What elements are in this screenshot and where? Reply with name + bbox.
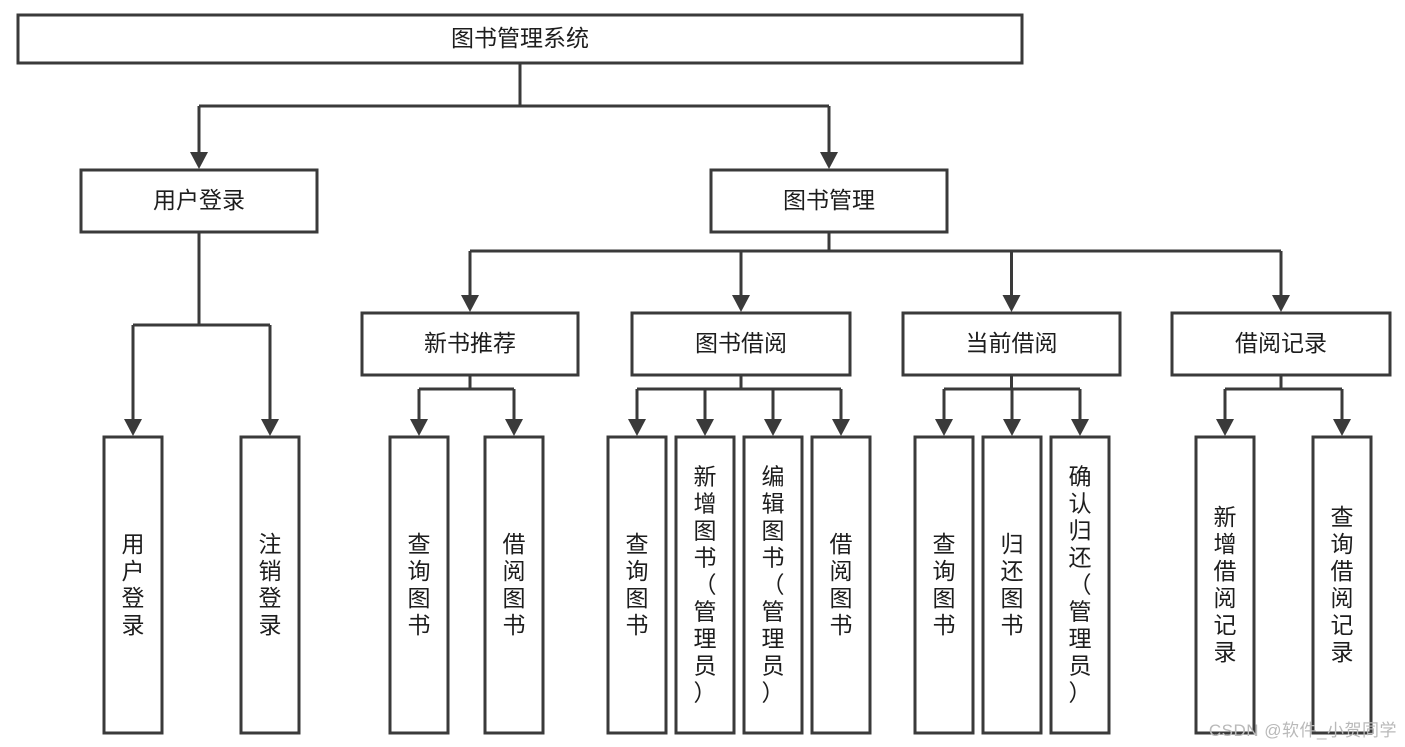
arrow-head-icon: [1333, 419, 1351, 436]
node-label-current-borrow: 当前借阅: [966, 330, 1058, 356]
node-leaf-rec-query2[interactable]: 查询借阅记录: [1311, 435, 1373, 735]
node-leaf-user-logout[interactable]: 注销登录: [239, 435, 301, 735]
arrow-head-icon: [124, 419, 142, 436]
node-rect-leaf-cur-return: [981, 435, 1043, 735]
node-rect-book-borrow: [630, 311, 852, 377]
node-label-leaf-cur-return: 归还图书: [1001, 531, 1024, 638]
node-rect-leaf-borrow-edit: [742, 435, 804, 735]
node-rect-leaf-rec-add: [1194, 435, 1256, 735]
node-book-manage[interactable]: 图书管理: [709, 168, 949, 234]
arrow-head-icon: [1272, 295, 1290, 312]
arrow-head-icon: [628, 419, 646, 436]
node-label-leaf-rec-query: 查询图书: [408, 531, 431, 638]
arrow-head-icon: [696, 419, 714, 436]
node-label-leaf-rec-borrow: 借阅图书: [503, 531, 526, 638]
node-label-leaf-user-login: 用户登录: [122, 531, 145, 638]
node-root[interactable]: 图书管理系统: [16, 13, 1024, 65]
node-leaf-borrow-query[interactable]: 查询图书: [606, 435, 668, 735]
arrow-head-icon: [190, 152, 208, 169]
node-book-borrow[interactable]: 图书借阅: [630, 311, 852, 377]
node-rect-leaf-rec-query: [388, 435, 450, 735]
node-label-leaf-rec-add: 新增借阅记录: [1214, 504, 1237, 665]
node-rect-root: [16, 13, 1024, 65]
node-rect-leaf-user-logout: [239, 435, 301, 735]
arrow-head-icon: [261, 419, 279, 436]
arrow-head-icon: [832, 419, 850, 436]
node-rect-borrow-record: [1170, 311, 1392, 377]
node-rect-leaf-rec-borrow: [483, 435, 545, 735]
node-label-root: 图书管理系统: [451, 25, 589, 51]
node-rect-leaf-borrow-query: [606, 435, 668, 735]
arrow-head-icon: [1071, 419, 1089, 436]
arrow-head-icon: [1002, 295, 1021, 312]
arrow-head-icon: [505, 419, 523, 436]
node-leaf-cur-return[interactable]: 归还图书: [981, 435, 1043, 735]
node-label-book-borrow: 图书借阅: [695, 330, 787, 356]
node-label-book-manage: 图书管理: [783, 187, 875, 213]
node-new-book-rec[interactable]: 新书推荐: [360, 311, 580, 377]
node-leaf-cur-query[interactable]: 查询图书: [913, 435, 975, 735]
node-user-login[interactable]: 用户登录: [79, 168, 319, 234]
node-label-leaf-rec-query2: 查询借阅记录: [1331, 504, 1354, 665]
node-rect-leaf-cur-query: [913, 435, 975, 735]
node-leaf-cur-confirm[interactable]: 确认归还（管理员）: [1049, 435, 1111, 735]
watermark-text: CSDN @软件_小贺同学: [1208, 721, 1397, 740]
node-leaf-borrow-add[interactable]: 新增图书（管理员）: [674, 435, 736, 735]
node-rect-leaf-borrow-add: [674, 435, 736, 735]
connector-layer: [124, 63, 1351, 436]
arrow-head-icon: [732, 295, 750, 312]
node-rect-current-borrow: [901, 311, 1122, 377]
node-label-leaf-borrow-lend: 借阅图书: [830, 531, 853, 638]
node-leaf-rec-borrow[interactable]: 借阅图书: [483, 435, 545, 735]
node-label-leaf-borrow-query: 查询图书: [626, 531, 649, 638]
node-rect-leaf-cur-confirm: [1049, 435, 1111, 735]
arrow-head-icon: [764, 419, 782, 436]
node-label-leaf-user-logout: 注销登录: [259, 531, 282, 638]
node-rect-new-book-rec: [360, 311, 580, 377]
arrow-head-icon: [935, 419, 953, 436]
node-rect-leaf-rec-query2: [1311, 435, 1373, 735]
node-borrow-record[interactable]: 借阅记录: [1170, 311, 1392, 377]
node-rect-book-manage: [709, 168, 949, 234]
node-rect-leaf-borrow-lend: [810, 435, 872, 735]
arrow-head-icon: [820, 152, 838, 169]
node-leaf-rec-query[interactable]: 查询图书: [388, 435, 450, 735]
arrow-head-icon: [461, 295, 479, 312]
node-current-borrow[interactable]: 当前借阅: [901, 311, 1122, 377]
node-rect-user-login: [79, 168, 319, 234]
node-label-leaf-borrow-add: 新增图书（管理员）: [694, 464, 717, 706]
node-leaf-borrow-lend[interactable]: 借阅图书: [810, 435, 872, 735]
node-rect-leaf-user-login: [102, 435, 164, 735]
node-label-leaf-cur-confirm: 确认归还（管理员）: [1069, 464, 1092, 706]
node-label-user-login: 用户登录: [153, 187, 245, 213]
node-label-leaf-borrow-edit: 编辑图书（管理员）: [762, 464, 785, 706]
node-leaf-borrow-edit[interactable]: 编辑图书（管理员）: [742, 435, 804, 735]
arrow-head-icon: [1216, 419, 1234, 436]
arrow-head-icon: [1003, 419, 1021, 436]
node-label-leaf-cur-query: 查询图书: [933, 531, 956, 638]
arrow-head-icon: [410, 419, 428, 436]
node-layer: 图书管理系统用户登录图书管理新书推荐图书借阅当前借阅借阅记录用户登录注销登录查询…: [16, 13, 1392, 735]
node-leaf-user-login[interactable]: 用户登录: [102, 435, 164, 735]
node-leaf-rec-add[interactable]: 新增借阅记录: [1194, 435, 1256, 735]
node-label-new-book-rec: 新书推荐: [424, 330, 516, 356]
node-label-borrow-record: 借阅记录: [1235, 330, 1327, 356]
